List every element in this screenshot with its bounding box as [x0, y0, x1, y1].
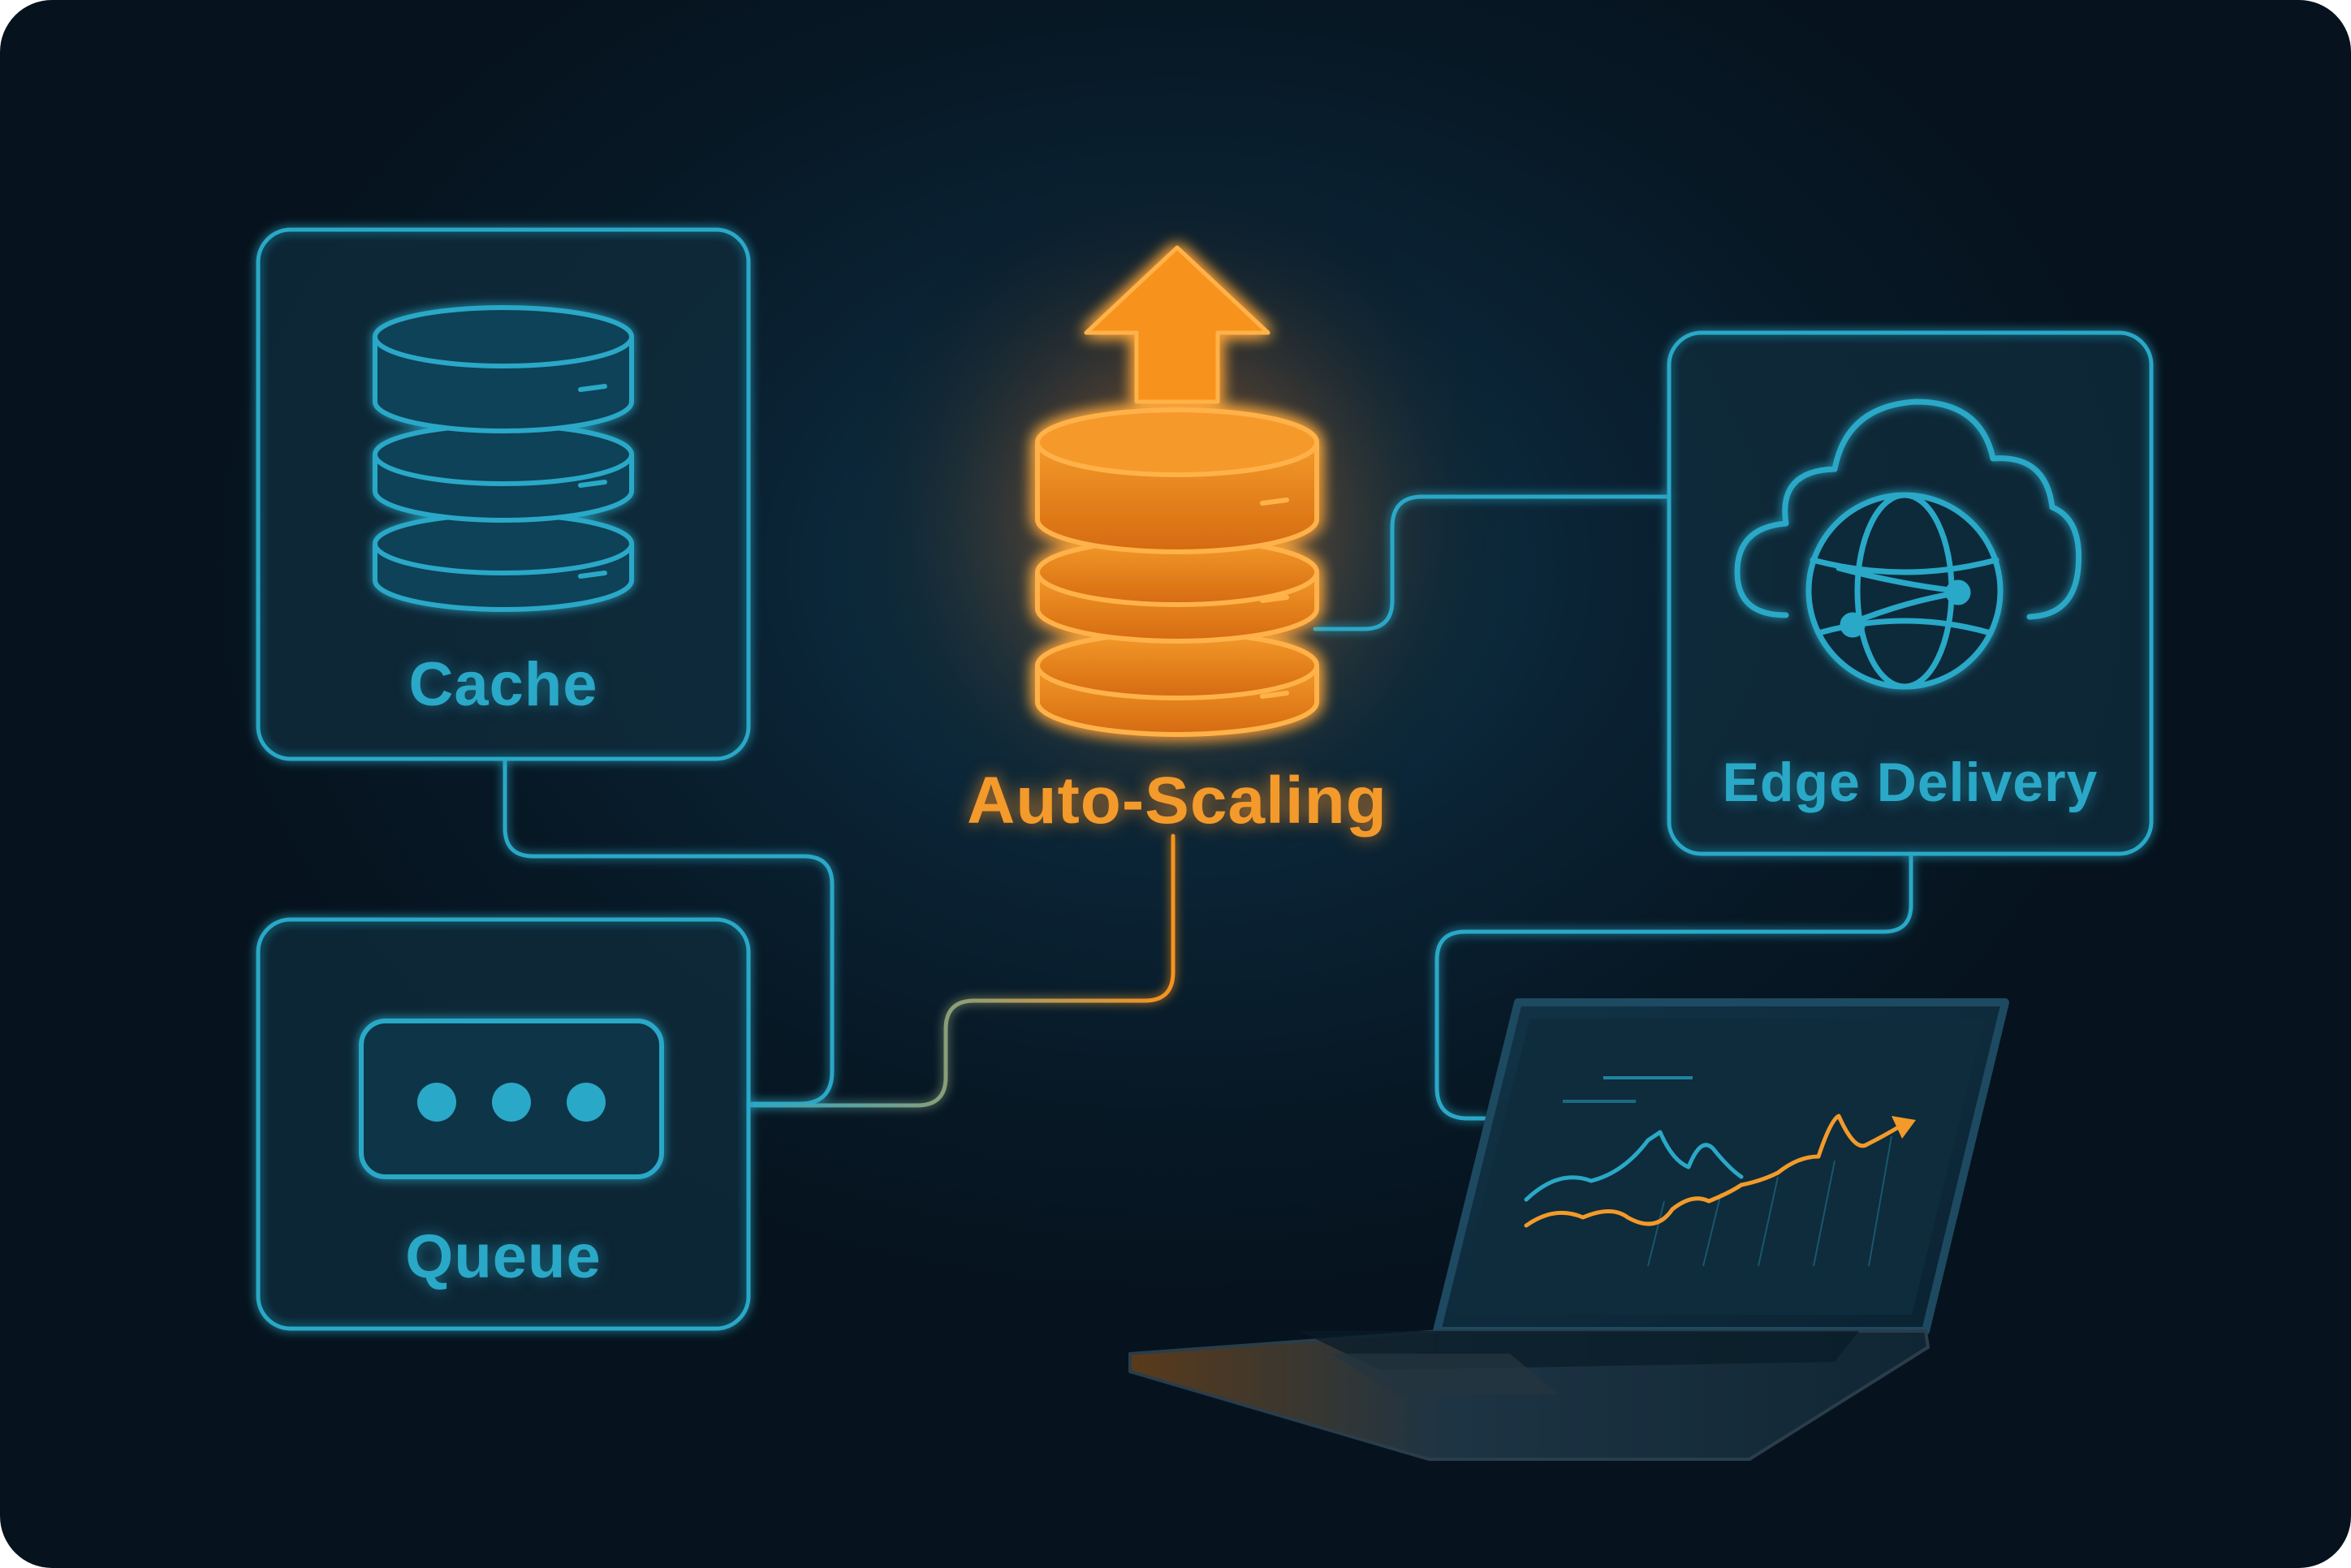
- cloud-globe-icon: [1734, 398, 2082, 690]
- autoscaling-label: Auto-Scaling: [967, 764, 1387, 838]
- scale-up-arrow-icon: [1084, 245, 1270, 404]
- message-queue-icon: [359, 1019, 664, 1179]
- queue-label: Queue: [405, 1222, 602, 1291]
- cache-label: Cache: [408, 650, 598, 719]
- connector-cache-queue: [503, 756, 835, 1106]
- laptop-chart-icon: [1128, 998, 2009, 1461]
- edge-label: Edge Delivery: [1722, 752, 2099, 813]
- edge-node[interactable]: [1667, 330, 2154, 856]
- connector-autoscaling-edge: [1313, 494, 1672, 631]
- cache-node[interactable]: [256, 227, 751, 761]
- autoscaling-node[interactable]: [1035, 245, 1319, 737]
- database-icon: [373, 305, 634, 612]
- database-scale-up-icon: [1035, 407, 1319, 737]
- connector-edge-laptop: [1434, 851, 1913, 1121]
- laptop-display: [1453, 1019, 1985, 1315]
- queue-node[interactable]: [256, 917, 751, 1331]
- connector-queue-autoscaling: [746, 834, 1176, 1108]
